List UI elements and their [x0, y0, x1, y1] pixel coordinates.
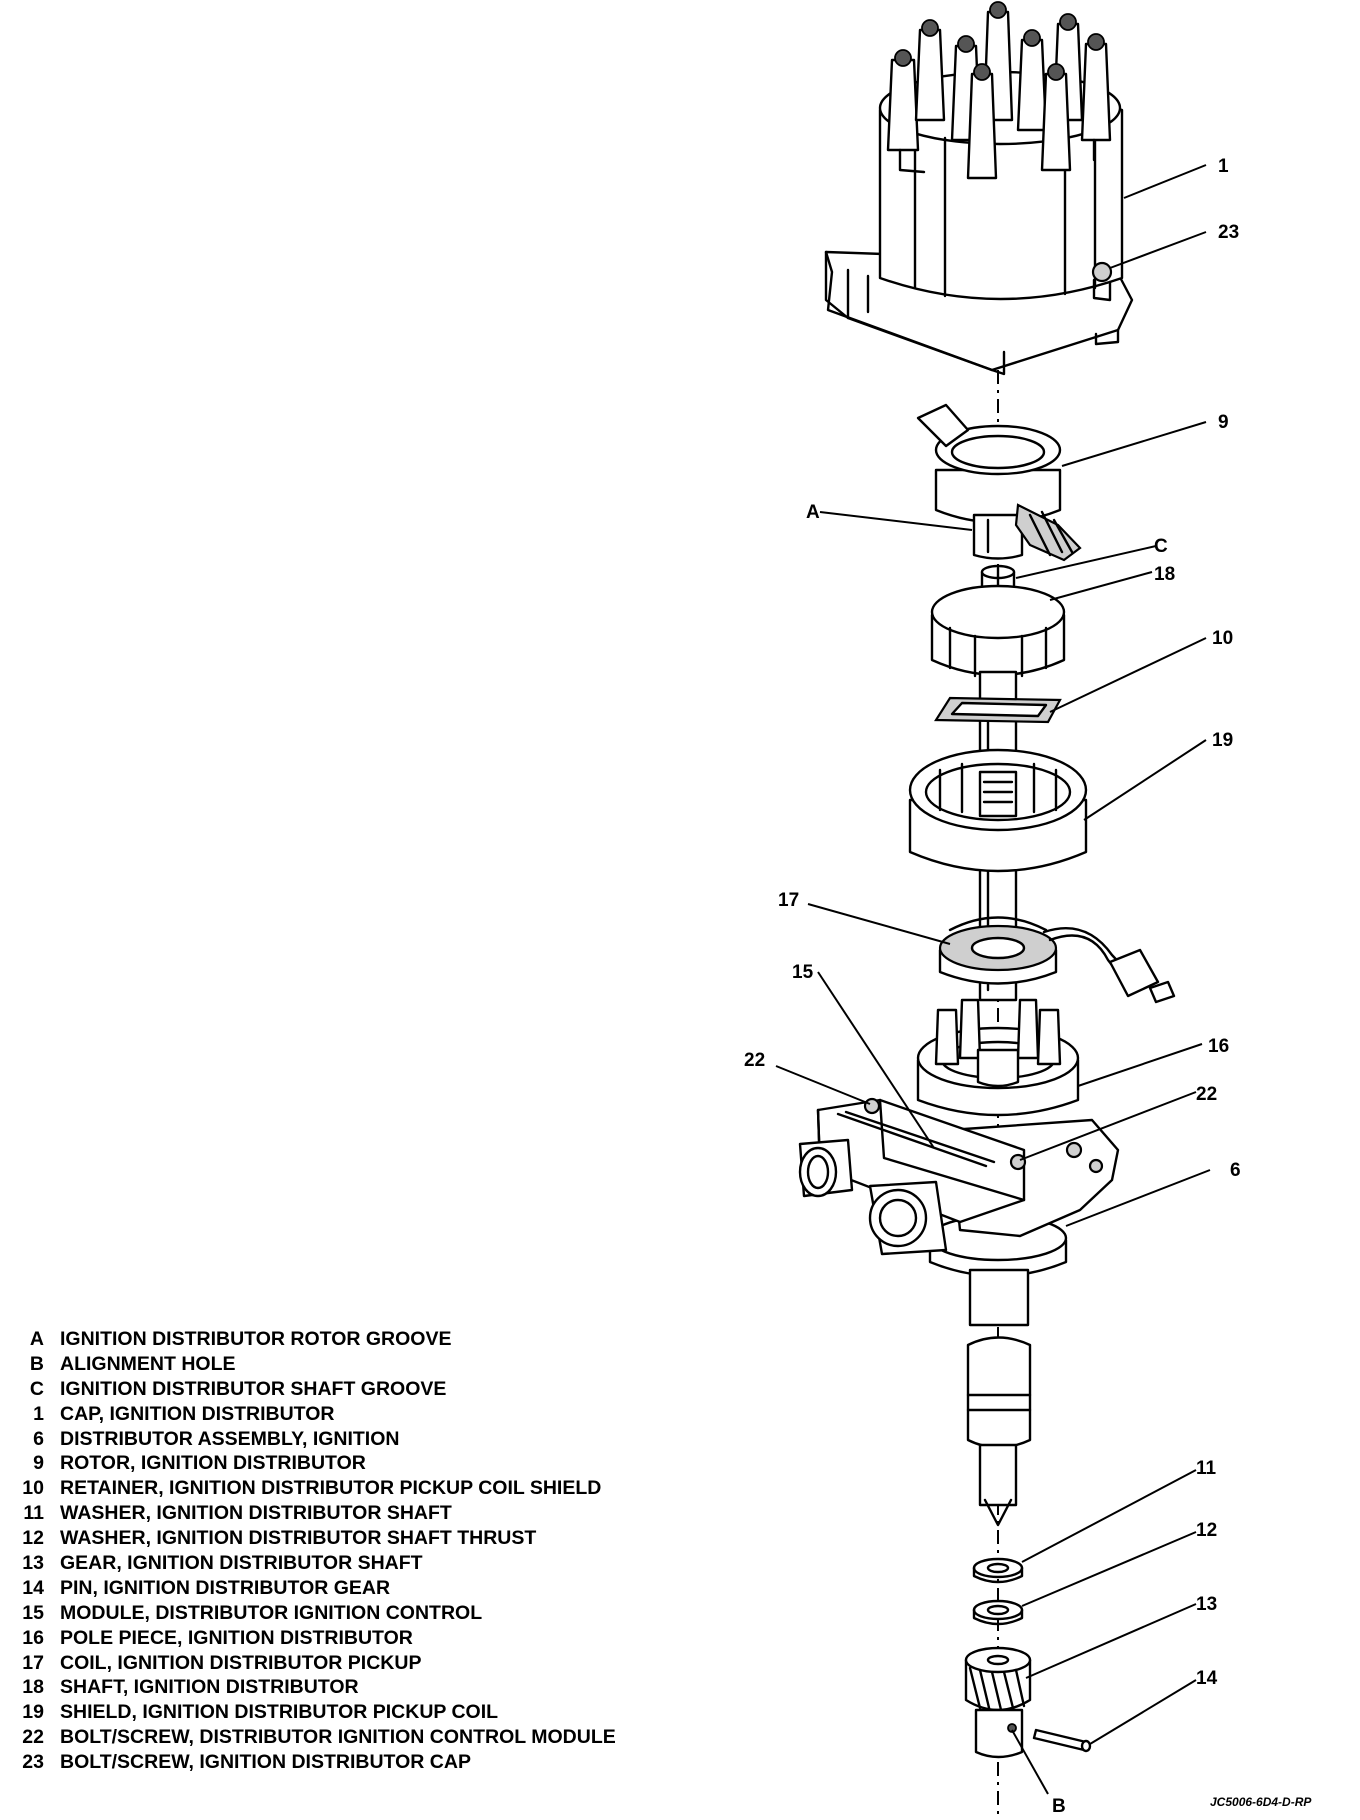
callout-19: 19	[1212, 730, 1233, 751]
legend-key: 6	[33, 1427, 44, 1450]
legend-text: IGNITION DISTRIBUTOR ROTOR GROOVE	[60, 1328, 452, 1350]
legend-key: 10	[22, 1477, 44, 1500]
legend-text: POLE PIECE, IGNITION DISTRIBUTOR	[60, 1626, 413, 1649]
legend-key: 1	[33, 1402, 44, 1425]
shaft-washer	[972, 1557, 1024, 1584]
legend-key: C	[29, 1377, 44, 1400]
legend-item: 1 CAP, IGNITION DISTRIBUTOR	[12, 1402, 616, 1427]
shaft-gear	[964, 1646, 1032, 1759]
callout-12: 12	[1196, 1520, 1217, 1541]
callout-17: 17	[778, 890, 799, 911]
callout-B: B	[1052, 1796, 1066, 1817]
legend-item: C IGNITION DISTRIBUTOR SHAFT GROOVE	[12, 1377, 616, 1402]
legend-item: 13 GEAR, IGNITION DISTRIBUTOR SHAFT	[12, 1551, 616, 1576]
retainer	[934, 696, 1062, 724]
thrust-washer	[972, 1599, 1024, 1626]
legend-key: 22	[22, 1726, 44, 1749]
parts-legend: A IGNITION DISTRIBUTOR ROTOR GROOVE B ALIG…	[12, 1327, 616, 1775]
legend-item: 18 SHAFT, IGNITION DISTRIBUTOR	[12, 1675, 616, 1700]
callout-15: 15	[792, 962, 814, 983]
callout-22-left: 22	[744, 1050, 765, 1071]
rotor	[916, 403, 1082, 562]
legend-key: B	[29, 1352, 44, 1375]
legend-text: BOLT/SCREW, DISTRIBUTOR IGNITION CONTROL…	[60, 1726, 616, 1749]
legend-key: 19	[22, 1701, 44, 1724]
gear-pin	[1032, 1728, 1092, 1753]
callout-labels: 1 23 9 A C 18 10 19 17 15 16 22 22 6 11 …	[744, 156, 1241, 1817]
legend-text: CAP, IGNITION DISTRIBUTOR	[60, 1402, 335, 1425]
figure-reference: JC5006-6D4-D-RP	[1210, 1795, 1312, 1809]
leader-lines	[775, 164, 1211, 1795]
legend-key: 23	[22, 1751, 44, 1774]
callout-10: 10	[1212, 628, 1233, 649]
legend-text: COIL, IGNITION DISTRIBUTOR PICKUP	[60, 1651, 422, 1674]
legend-text: IGNITION DISTRIBUTOR SHAFT GROOVE	[60, 1377, 447, 1400]
legend-key: 17	[22, 1651, 44, 1674]
legend-item: 14 PIN, IGNITION DISTRIBUTOR GEAR	[12, 1576, 616, 1601]
callout-1: 1	[1218, 156, 1229, 177]
pickup-coil	[938, 916, 1176, 1004]
callout-9: 9	[1218, 412, 1229, 433]
legend-item: 19 SHIELD, IGNITION DISTRIBUTOR PICKUP CO…	[12, 1700, 616, 1725]
legend-key: A	[29, 1328, 44, 1350]
legend-text: ALIGNMENT HOLE	[60, 1352, 236, 1375]
distributor-housing	[798, 1097, 1120, 1527]
callout-6: 6	[1230, 1160, 1241, 1181]
callout-23: 23	[1218, 222, 1239, 243]
callout-A: A	[806, 502, 820, 523]
legend-key: 11	[23, 1502, 44, 1525]
legend-key: 16	[22, 1626, 44, 1649]
legend-text: WASHER, IGNITION DISTRIBUTOR SHAFT THRUS…	[60, 1527, 537, 1550]
legend-item: 23 BOLT/SCREW, IGNITION DISTRIBUTOR CAP	[12, 1750, 616, 1775]
callout-18: 18	[1154, 564, 1175, 585]
legend-item: 12 WASHER, IGNITION DISTRIBUTOR SHAFT THR…	[12, 1526, 616, 1551]
callout-14: 14	[1196, 1668, 1218, 1689]
legend-text: PIN, IGNITION DISTRIBUTOR GEAR	[60, 1576, 391, 1599]
pole-piece	[916, 998, 1080, 1117]
callout-C: C	[1154, 536, 1168, 557]
legend-item: 11 WASHER, IGNITION DISTRIBUTOR SHAFT	[12, 1501, 616, 1526]
pickup-coil-shield	[908, 748, 1088, 873]
callout-13: 13	[1196, 1594, 1217, 1615]
legend-key: 9	[33, 1452, 44, 1475]
legend-key: 12	[22, 1527, 44, 1550]
distributor-cap	[824, 1, 1134, 376]
legend-item: 15 MODULE, DISTRIBUTOR IGNITION CONTROL	[12, 1601, 616, 1626]
legend-text: WASHER, IGNITION DISTRIBUTOR SHAFT	[60, 1502, 452, 1525]
callout-22-right: 22	[1196, 1084, 1217, 1105]
callout-11: 11	[1196, 1458, 1217, 1479]
legend-key: 18	[22, 1676, 44, 1699]
legend-item: 6 DISTRIBUTOR ASSEMBLY, IGNITION	[12, 1427, 616, 1452]
legend-text: GEAR, IGNITION DISTRIBUTOR SHAFT	[60, 1552, 423, 1575]
callout-16: 16	[1208, 1036, 1229, 1057]
legend-text: SHAFT, IGNITION DISTRIBUTOR	[60, 1676, 359, 1699]
legend-text: DISTRIBUTOR ASSEMBLY, IGNITION	[60, 1427, 400, 1450]
legend-item: 22 BOLT/SCREW, DISTRIBUTOR IGNITION CONTR…	[12, 1725, 616, 1750]
legend-item: 9 ROTOR, IGNITION DISTRIBUTOR	[12, 1451, 616, 1476]
legend-item: A IGNITION DISTRIBUTOR ROTOR GROOVE	[12, 1327, 616, 1352]
legend-item: 10 RETAINER, IGNITION DISTRIBUTOR PICKUP …	[12, 1476, 616, 1501]
legend-text: ROTOR, IGNITION DISTRIBUTOR	[60, 1452, 366, 1475]
legend-text: RETAINER, IGNITION DISTRIBUTOR PICKUP CO…	[60, 1477, 602, 1500]
legend-key: 14	[22, 1576, 44, 1599]
legend-text: SHIELD, IGNITION DISTRIBUTOR PICKUP COIL	[60, 1701, 499, 1724]
legend-item: B ALIGNMENT HOLE	[12, 1352, 616, 1377]
legend-item: 17 COIL, IGNITION DISTRIBUTOR PICKUP	[12, 1651, 616, 1676]
legend-item: 16 POLE PIECE, IGNITION DISTRIBUTOR	[12, 1626, 616, 1651]
legend-key: 13	[22, 1552, 44, 1575]
legend-text: MODULE, DISTRIBUTOR IGNITION CONTROL	[60, 1601, 483, 1624]
legend-text: BOLT/SCREW, IGNITION DISTRIBUTOR CAP	[60, 1751, 471, 1774]
legend-key: 15	[22, 1601, 44, 1624]
